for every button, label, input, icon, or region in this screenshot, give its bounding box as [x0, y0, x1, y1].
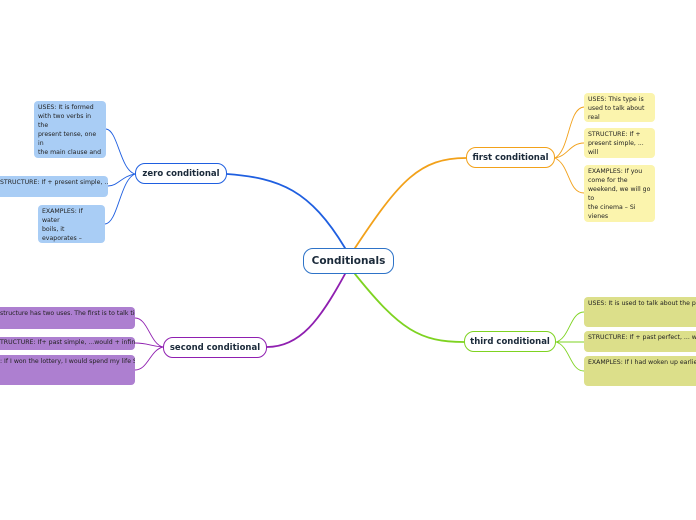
note-zero-examples[interactable]: EXAMPLES: If water boils, it evaporates … — [38, 205, 105, 243]
note-zero-uses[interactable]: USES: It is formed with two verbs in the… — [34, 101, 106, 158]
note-first-uses[interactable]: USES: This type is used to talk about re… — [584, 93, 655, 122]
link-first — [354, 157, 467, 249]
link-second-uses — [134, 317, 164, 348]
topic-zero-conditional[interactable]: zero conditional — [135, 163, 227, 184]
link-third-examples — [555, 341, 585, 372]
topic-third-conditional[interactable]: third conditional — [464, 331, 556, 352]
topic-first-conditional[interactable]: first conditional — [466, 147, 555, 168]
note-second-examples[interactable]: : If I won the lottery, I would spend my… — [0, 355, 135, 385]
note-first-examples[interactable]: EXAMPLES: If you come for the weekend, w… — [584, 165, 655, 222]
note-third-uses[interactable]: USES: It is used to talk about the past,… — [584, 297, 696, 327]
note-first-structure-text: STRUCTURE: If + present simple, ... will… — [588, 131, 644, 158]
topic-second-conditional-label: second conditional — [169, 342, 261, 353]
note-second-uses[interactable]: structure has two uses. The first is to … — [0, 307, 135, 329]
note-third-structure-text: STRUCTURE: If + past perfect, ... would … — [588, 334, 696, 341]
topic-third-conditional-label: third conditional — [470, 336, 550, 347]
note-zero-uses-text: USES: It is formed with two verbs in the… — [38, 104, 102, 158]
link-second-examples — [134, 346, 164, 371]
note-zero-structure[interactable]: STRUCTURE: If + present simple, .... pre… — [0, 176, 108, 197]
note-zero-structure-text: STRUCTURE: If + present simple, .... pre… — [0, 179, 108, 186]
link-third — [354, 273, 465, 343]
link-first-examples — [554, 157, 585, 194]
note-second-examples-text: : If I won the lottery, I would spend my… — [0, 358, 135, 365]
note-third-uses-text: USES: It is used to talk about the past,… — [588, 300, 696, 307]
note-second-structure[interactable]: TRUCTURE: If+ past simple, ...would + in… — [0, 337, 135, 350]
note-third-examples-text: EXAMPLES: If I had woken up earlier, I w… — [588, 359, 696, 366]
link-zero-examples — [104, 173, 136, 225]
link-second-structure — [134, 342, 164, 348]
link-first-uses — [554, 106, 585, 159]
note-second-uses-text: structure has two uses. The first is to … — [0, 310, 135, 317]
central-topic[interactable]: Conditionals — [303, 248, 394, 274]
note-first-uses-text: USES: This type is used to talk about re… — [588, 96, 645, 121]
topic-second-conditional[interactable]: second conditional — [163, 337, 267, 358]
link-third-uses — [555, 311, 585, 343]
note-first-structure[interactable]: STRUCTURE: If + present simple, ... will… — [584, 128, 655, 158]
link-first-structure — [554, 142, 585, 159]
link-zero — [226, 173, 346, 249]
link-zero-structure — [107, 173, 136, 187]
note-third-examples[interactable]: EXAMPLES: If I had woken up earlier, I w… — [584, 356, 696, 386]
note-third-structure[interactable]: STRUCTURE: If + past perfect, ... would … — [584, 331, 696, 352]
note-second-structure-text: TRUCTURE: If+ past simple, ...would + in… — [0, 339, 135, 346]
topic-first-conditional-label: first conditional — [472, 152, 549, 163]
note-first-examples-text: EXAMPLES: If you come for the weekend, w… — [588, 168, 651, 222]
link-zero-uses — [105, 128, 136, 175]
note-zero-examples-text: EXAMPLES: If water boils, it evaporates … — [42, 208, 83, 242]
link-second — [266, 273, 346, 348]
central-topic-label: Conditionals — [311, 255, 386, 267]
topic-zero-conditional-label: zero conditional — [142, 168, 220, 179]
